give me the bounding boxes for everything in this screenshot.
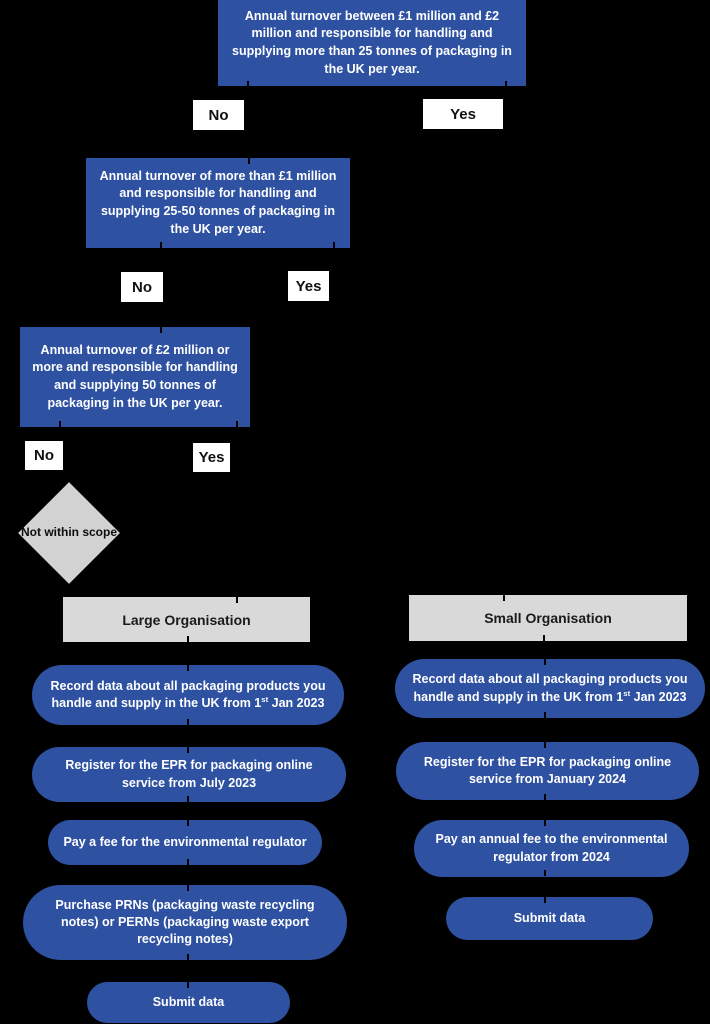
pill-record-data-small-text: Record data about all packaging products…: [412, 672, 688, 704]
pill-pay-fee-small-text: Pay an annual fee to the environmental r…: [435, 832, 668, 864]
decision-box-2: Annual turnover of more than £1 million …: [86, 158, 350, 248]
connector-tick: [236, 597, 238, 603]
decision-box-1-text: Annual turnover between £1 million and £…: [232, 8, 512, 76]
pill-submit-data-small-text: Submit data: [513, 910, 586, 925]
connector-tick: [333, 242, 335, 248]
pill-record-data-large: Record data about all packaging products…: [32, 665, 344, 725]
large-organisation-header: Large Organisation: [63, 597, 310, 642]
connector-tick: [544, 712, 546, 718]
pill-purchase-prns-large-text: Purchase PRNs (packaging waste recycling…: [55, 897, 315, 947]
pill-record-data-large-text: Record data about all packaging products…: [50, 678, 326, 710]
connector-tick: [544, 659, 546, 665]
connector-tick: [544, 897, 546, 903]
connector-tick: [248, 158, 250, 164]
connector-tick: [247, 81, 249, 87]
pill-register-large-text: Register for the EPR for packaging onlin…: [65, 758, 313, 790]
pill-pay-fee-large: Pay a fee for the environmental regulato…: [48, 820, 322, 865]
small-organisation-header: Small Organisation: [409, 595, 687, 641]
not-within-scope-label: Not within scope: [21, 525, 117, 539]
pill-register-small-text: Register for the EPR for packaging onlin…: [423, 754, 672, 786]
yes-label-2: Yes: [288, 271, 329, 301]
no-label-1: No: [193, 100, 244, 130]
connector-tick: [544, 794, 546, 800]
decision-box-3-text: Annual turnover of £2 million or more an…: [32, 342, 238, 410]
yes-label-3: Yes: [193, 443, 230, 472]
connector-tick: [187, 636, 189, 642]
connector-tick: [236, 421, 238, 427]
connector-tick: [160, 242, 162, 248]
pill-register-large: Register for the EPR for packaging onlin…: [32, 747, 346, 802]
connector-tick: [187, 820, 189, 826]
connector-tick: [187, 747, 189, 753]
connector-tick: [544, 742, 546, 748]
connector-tick: [187, 885, 189, 891]
connector-tick: [187, 719, 189, 725]
pill-submit-data-small: Submit data: [446, 897, 653, 940]
decision-box-2-text: Annual turnover of more than £1 million …: [99, 168, 337, 236]
pill-pay-fee-large-text: Pay a fee for the environmental regulato…: [63, 834, 307, 849]
connector-tick: [187, 665, 189, 671]
no-label-2: No: [121, 272, 163, 302]
connector-tick: [187, 982, 189, 988]
connector-tick: [544, 820, 546, 826]
pill-record-data-small: Record data about all packaging products…: [395, 659, 705, 718]
connector-tick: [503, 595, 505, 601]
no-label-3: No: [25, 441, 63, 470]
pill-pay-fee-small: Pay an annual fee to the environmental r…: [414, 820, 689, 877]
connector-tick: [544, 870, 546, 876]
pill-submit-data-large: Submit data: [87, 982, 290, 1023]
connector-tick: [160, 327, 162, 333]
pill-register-small: Register for the EPR for packaging onlin…: [396, 742, 699, 800]
connector-tick: [187, 954, 189, 960]
decision-box-1: Annual turnover between £1 million and £…: [218, 0, 526, 86]
connector-tick: [543, 635, 545, 641]
yes-label-1: Yes: [423, 99, 503, 129]
connector-tick: [505, 81, 507, 87]
decision-box-3: Annual turnover of £2 million or more an…: [20, 327, 250, 427]
pill-purchase-prns-large: Purchase PRNs (packaging waste recycling…: [23, 885, 347, 960]
connector-tick: [187, 859, 189, 865]
connector-tick: [187, 796, 189, 802]
connector-tick: [59, 421, 61, 427]
pill-submit-data-large-text: Submit data: [152, 994, 225, 1009]
